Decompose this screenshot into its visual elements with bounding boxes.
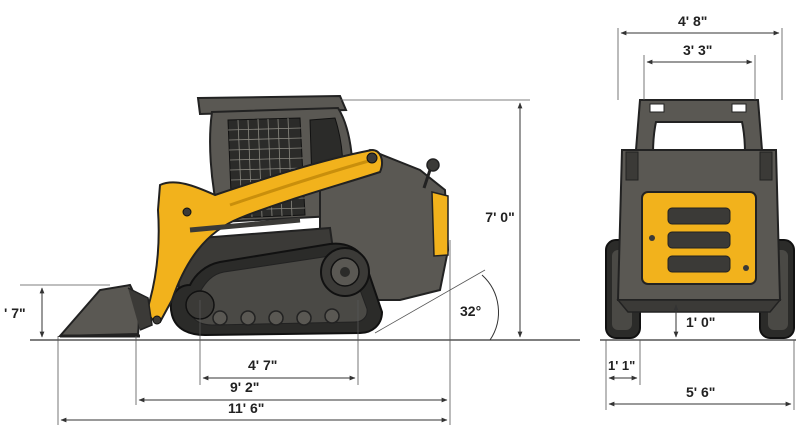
- length-no-bucket-label: 9' 2": [230, 379, 259, 395]
- track-rollers: [212, 308, 340, 326]
- bucket-pin: [152, 315, 162, 325]
- overall-length-label: 11' 6": [228, 400, 264, 416]
- overall-height-label: 7' 0": [485, 209, 514, 225]
- lift-arm: [147, 148, 383, 324]
- departure-angle-label: 32°: [460, 303, 481, 319]
- rear-cab-light-left: [649, 103, 665, 113]
- rear-view-dimensions: 4' 8" 3' 3" 1' 0" 1' 1" 5' 6": [605, 13, 795, 410]
- lift-cylinder: [189, 217, 301, 233]
- hinge-height-label: ' 7": [4, 305, 26, 321]
- departure-angle-arc: [481, 274, 499, 341]
- exhaust-cap: [426, 158, 440, 172]
- departure-angle-line: [374, 269, 486, 334]
- track-width-label: 1' 1": [608, 358, 635, 373]
- arm-pivot-pin: [182, 207, 192, 217]
- bucket-bracket: [127, 287, 153, 331]
- cab-inner-width-label: 3' 3": [683, 42, 712, 58]
- exhaust-pipe: [422, 169, 432, 189]
- rear-panel: [431, 191, 449, 257]
- rear-cab-light-right: [731, 103, 747, 113]
- cab-outer-width-label: 4' 8": [678, 13, 707, 29]
- track-length-label: 4' 7": [248, 357, 277, 373]
- rear-grille: [667, 207, 731, 273]
- side-view-machine: [30, 94, 580, 341]
- rear-bumper: [616, 299, 782, 313]
- arm-rear-pin: [366, 152, 378, 164]
- rear-light-left: [625, 151, 639, 181]
- door-latch-left: [649, 235, 655, 241]
- bucket: [57, 283, 140, 338]
- rear-view-machine: [600, 99, 796, 341]
- door-latch-right: [743, 265, 749, 271]
- side-view-dimensions: 7' 0" ' 7" 32° 4' 7" 9' 2" 11' 6": [4, 99, 530, 425]
- lift-arm-shade: [229, 158, 373, 207]
- rear-light-right: [759, 151, 773, 181]
- overall-width-label: 5' 6": [686, 384, 715, 400]
- ground-clearance-label: 1' 0": [686, 314, 715, 330]
